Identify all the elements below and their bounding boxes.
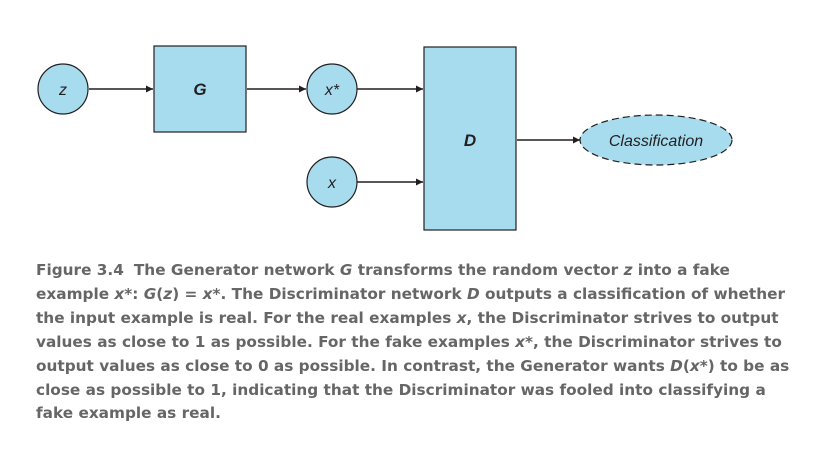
node-x-label: x: [327, 175, 337, 192]
node-discriminator-label: D: [464, 131, 476, 150]
node-generator-label: G: [193, 80, 206, 99]
figure-label: Figure 3.4: [36, 261, 124, 279]
node-classification: Classification: [579, 114, 733, 166]
node-x-star: x*: [306, 63, 358, 115]
node-discriminator: D: [423, 46, 517, 231]
node-x-star-label: x*: [324, 82, 340, 99]
caption-text: The Generator network G transforms the r…: [36, 261, 790, 423]
node-z: z: [37, 63, 89, 115]
node-generator: G: [153, 45, 247, 133]
node-classification-label: Classification: [609, 133, 703, 150]
node-z-label: z: [58, 82, 67, 99]
gan-diagram: z G x* x D Classification: [37, 45, 733, 231]
node-x: x: [306, 156, 358, 208]
